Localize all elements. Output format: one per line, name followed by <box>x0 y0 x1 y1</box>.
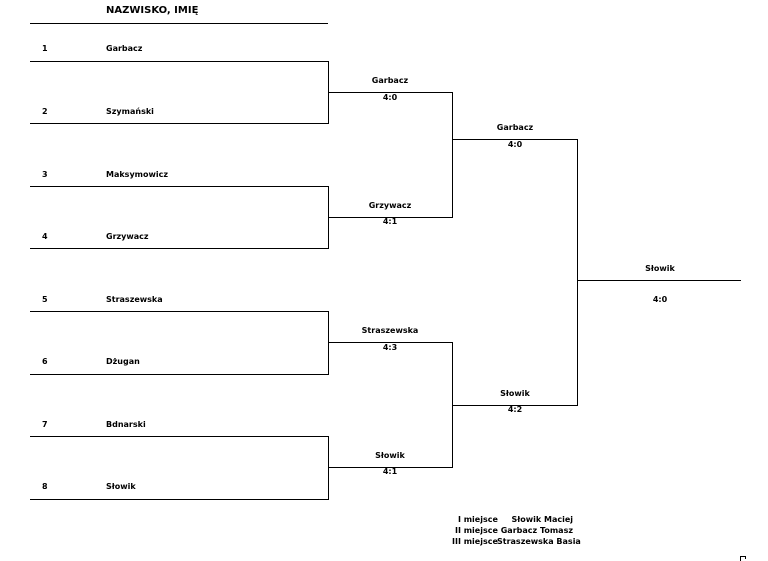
match-score: 4:3 <box>382 343 398 352</box>
pair-1-2-bracket <box>30 61 329 124</box>
corner-mark <box>740 556 746 561</box>
final-bracket <box>452 139 578 406</box>
seed-number: 6 <box>42 357 48 366</box>
player-name: Garbacz <box>106 44 143 53</box>
final-score: 4:0 <box>652 295 668 304</box>
seed-number: 2 <box>42 107 48 116</box>
match-winner: Słowik <box>375 451 405 460</box>
champion-name: Słowik <box>645 264 675 273</box>
seed-number: 3 <box>42 170 48 179</box>
player-name: Słowik <box>106 482 136 491</box>
seed-number: 1 <box>42 44 48 53</box>
standing-place: III miejsce <box>452 537 498 546</box>
standings-places: I miejsce II miejsce III miejsce <box>452 514 498 547</box>
seed-number: 7 <box>42 420 48 429</box>
standing-place: II miejsce <box>454 526 498 535</box>
player-name: Grzywacz <box>106 232 149 241</box>
pair-3-4-bracket <box>30 186 329 249</box>
standing-place: I miejsce <box>457 515 498 524</box>
column-header: NAZWISKO, IMIĘ <box>106 5 199 16</box>
seed-number: 5 <box>42 295 48 304</box>
semifinal-winner: Słowik <box>500 389 530 398</box>
semi-bottom-bracket <box>328 342 453 468</box>
standing-name: Straszewska Basia <box>497 537 581 546</box>
player-name: Bdnarski <box>106 420 146 429</box>
semifinal-score: 4:2 <box>507 405 523 414</box>
semi-top-bracket <box>328 92 453 218</box>
match-score: 4:1 <box>382 217 398 226</box>
player-name: Straszewska <box>106 295 163 304</box>
seed-number: 8 <box>42 482 48 491</box>
player-name: Szymański <box>106 107 154 116</box>
standings-names: Słowik Maciej Garbacz Tomasz Straszewska… <box>497 514 581 547</box>
semifinal-winner: Garbacz <box>496 123 534 132</box>
seed-number: 4 <box>42 232 48 241</box>
pair-7-8-bracket <box>30 436 329 500</box>
match-score: 4:0 <box>382 93 398 102</box>
match-winner: Garbacz <box>371 76 409 85</box>
player-name: Dżugan <box>106 357 140 366</box>
match-winner: Grzywacz <box>368 201 412 210</box>
match-winner: Straszewska <box>361 326 419 335</box>
standing-name: Garbacz Tomasz <box>500 526 573 535</box>
player-name: Maksymowicz <box>106 170 169 179</box>
match-score: 4:1 <box>382 467 398 476</box>
pair-5-6-bracket <box>30 311 329 375</box>
semifinal-score: 4:0 <box>507 140 523 149</box>
standing-name: Słowik Maciej <box>511 515 573 524</box>
